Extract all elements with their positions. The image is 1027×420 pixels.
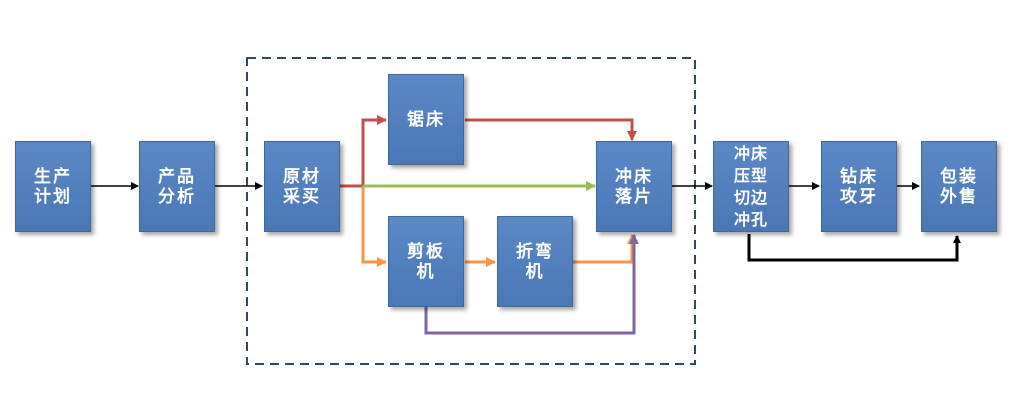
node-punch-blanking: 冲床 落片 [596,141,672,232]
arrow-purchase-to-saw [340,115,387,188]
cutting-stage-group [246,57,696,365]
arrow-bend-to-blank [573,234,637,264]
arrow-punch-to-pack-bypass [747,234,961,262]
node-punch-forming: 冲床 压型 切边 冲孔 [713,141,789,232]
node-material-purchase: 原材 采买 [264,141,340,232]
node-shearing-machine: 剪板 机 [388,216,464,307]
arrow-purchase-to-shear [361,186,387,267]
node-production-plan: 生产 计划 [15,141,91,232]
node-sawing-machine: 锯床 [388,74,464,165]
node-product-analysis: 产品 分析 [139,141,215,232]
node-bending-machine: 折弯 机 [497,216,573,307]
arrow-saw-to-blank [465,118,637,141]
arrow-shear-to-blank [424,234,639,335]
node-drilling-tapping: 钻床 攻牙 [821,141,897,232]
node-package-sale: 包装 外售 [921,141,997,232]
